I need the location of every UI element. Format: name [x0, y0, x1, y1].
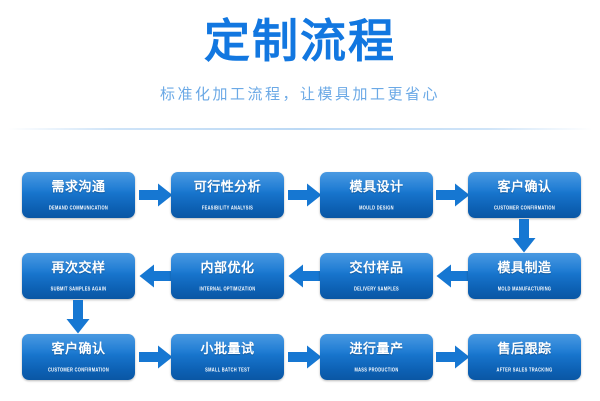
- page-subtitle: 标准化加工流程，让模具加工更省心: [159, 85, 440, 103]
- arrow-down-icon: [66, 300, 90, 334]
- arrow-right-icon: [139, 345, 173, 369]
- arrow-left-icon: [436, 264, 470, 288]
- flow-step-label-cn: 模具设计: [349, 180, 404, 195]
- arrow-right-icon: [288, 183, 322, 207]
- flow-step-label-en: DEMAND COMMUNICATION: [48, 204, 109, 211]
- flow-step-label-en: INTERNAL OPTIMIZATION: [199, 285, 256, 292]
- flow-step-label-en: CUSTOMER CONFIRMATION: [47, 366, 110, 373]
- flow-row-3: 客户确认 CUSTOMER CONFIRMATION 小批量试 SMALL BA…: [0, 334, 600, 380]
- flow-step-label-cn: 客户确认: [51, 342, 106, 357]
- flow-step-demand-communication[interactable]: 需求沟通 DEMAND COMMUNICATION: [22, 172, 135, 218]
- flow-step-label-en: SMALL BATCH TEST: [205, 366, 250, 373]
- arrow-down-icon: [512, 219, 536, 253]
- flow-step-mold-manufacturing[interactable]: 模具制造 MOLD MANUFACTURING: [468, 253, 581, 299]
- flow-step-label-en: MOLD MANUFACTURING: [497, 285, 552, 292]
- page-title: 定制流程: [204, 14, 396, 68]
- flow-step-customer-confirmation-1[interactable]: 客户确认 CUSTOMER CONFIRMATION: [468, 172, 581, 218]
- flow-step-small-batch-test[interactable]: 小批量试 SMALL BATCH TEST: [171, 334, 284, 380]
- flow-step-label-cn: 客户确认: [497, 180, 552, 195]
- arrow-right-icon: [288, 345, 322, 369]
- flow-step-submit-samples-again[interactable]: 再次交样 SUBMIT SAMPLES AGAIN: [22, 253, 135, 299]
- header-divider: [8, 128, 592, 130]
- flow-step-label-cn: 模具制造: [497, 261, 552, 276]
- flow-step-label-cn: 需求沟通: [51, 180, 106, 195]
- flow-step-label-cn: 进行量产: [349, 342, 404, 357]
- flow-step-delivery-samples[interactable]: 交付样品 DELIVERY SAMPLES: [320, 253, 433, 299]
- flow-step-label-en: AFTER SALES TRACKING: [496, 366, 553, 373]
- flow-step-customer-confirmation-2[interactable]: 客户确认 CUSTOMER CONFIRMATION: [22, 334, 135, 380]
- flow-row-1: 需求沟通 DEMAND COMMUNICATION 可行性分析 FEASIBIL…: [0, 172, 600, 218]
- flow-step-label-en: FEASIBILITY ANALYSIS: [201, 204, 254, 211]
- flow-step-after-sales-tracking[interactable]: 售后跟踪 AFTER SALES TRACKING: [468, 334, 581, 380]
- flow-step-mass-production[interactable]: 进行量产 MASS PRODUCTION: [320, 334, 433, 380]
- arrow-right-icon: [436, 183, 470, 207]
- flow-step-label-en: DELIVERY SAMPLES: [353, 285, 400, 292]
- arrow-right-icon: [436, 345, 470, 369]
- flow-step-label-en: SUBMIT SAMPLES AGAIN: [50, 285, 107, 292]
- flow-step-internal-optimization[interactable]: 内部优化 INTERNAL OPTIMIZATION: [171, 253, 284, 299]
- header: 定制流程 标准化加工流程，让模具加工更省心: [0, 0, 600, 140]
- arrow-left-icon: [288, 264, 322, 288]
- flow-row-2: 再次交样 SUBMIT SAMPLES AGAIN 内部优化 INTERNAL …: [0, 253, 600, 299]
- flow-step-label-cn: 售后跟踪: [497, 342, 552, 357]
- arrow-right-icon: [139, 183, 173, 207]
- flow-step-label-cn: 内部优化: [200, 261, 255, 276]
- flow-step-mould-design[interactable]: 模具设计 MOULD DESIGN: [320, 172, 433, 218]
- flow-step-label-cn: 交付样品: [349, 261, 404, 276]
- flow-step-feasibility-analysis[interactable]: 可行性分析 FEASIBILITY ANALYSIS: [171, 172, 284, 218]
- arrow-left-icon: [139, 264, 173, 288]
- flow-step-label-en: MASS PRODUCTION: [354, 366, 399, 373]
- flow-step-label-cn: 再次交样: [51, 261, 106, 276]
- flow-step-label-cn: 小批量试: [200, 342, 255, 357]
- flow-step-label-en: CUSTOMER CONFIRMATION: [493, 204, 556, 211]
- flow-step-label-cn: 可行性分析: [193, 180, 262, 195]
- flow-step-label-en: MOULD DESIGN: [359, 204, 394, 211]
